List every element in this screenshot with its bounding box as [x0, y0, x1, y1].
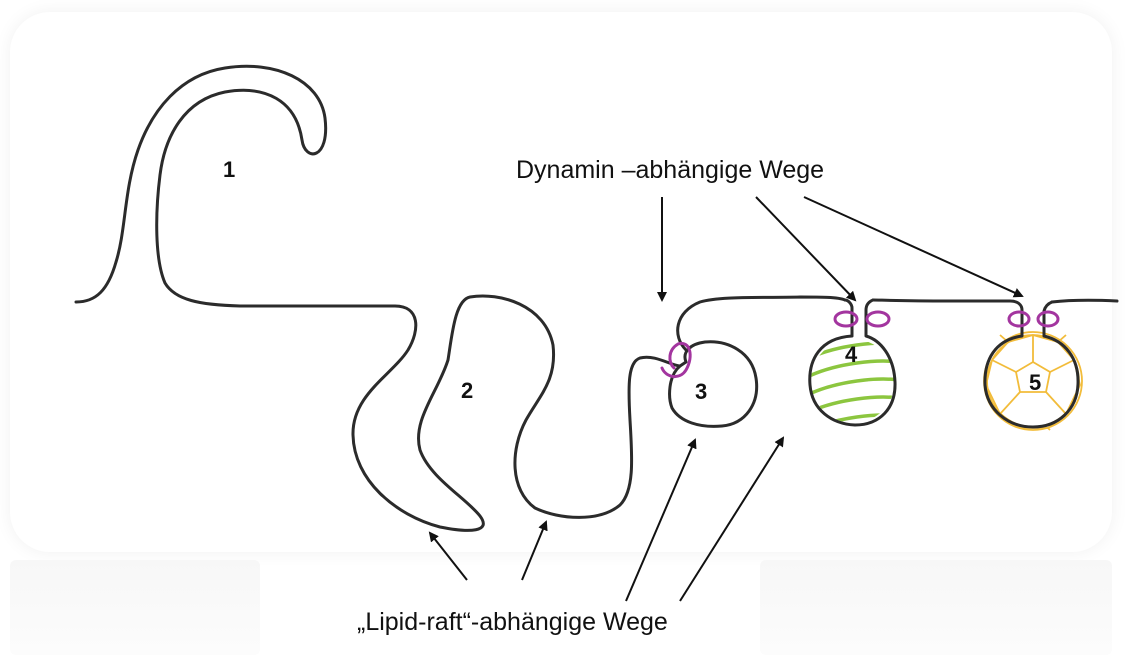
dynamin-ring-5-left: [1009, 312, 1029, 326]
dynamin-ring-4-right: [867, 312, 889, 326]
dynamin-pathways-label: Dynamin –abhängige Wege: [516, 156, 824, 184]
membrane-neck-5-right: [1044, 302, 1052, 311]
pathway-5-label: 5: [1029, 370, 1041, 395]
caveolin-stripe: [805, 379, 905, 396]
pathway-3-vesicle: [670, 342, 757, 427]
lipid-raft-pathways-label: „Lipid-raft“-abhängige Wege: [357, 608, 668, 636]
arrow-lipid-raft-3: [626, 440, 695, 601]
pathway-1-label: 1: [223, 157, 235, 182]
dynamin-ring-4-left: [835, 312, 857, 326]
pathway-4-vesicle: [805, 308, 905, 432]
membrane-neck-4-right: [866, 300, 873, 310]
membrane-surface-4-5: [845, 300, 1117, 310]
pathway-4-label: 4: [845, 342, 858, 367]
arrow-lipid-raft-2a: [430, 533, 467, 580]
plasma-membrane: [76, 66, 680, 530]
pathway-3-label: 3: [695, 379, 707, 404]
arrow-lipid-raft-4: [680, 438, 783, 601]
pathway-2-label: 2: [461, 378, 473, 403]
arrow-lipid-raft-2b: [522, 522, 546, 580]
dynamin-ring-5-right: [1038, 312, 1058, 326]
